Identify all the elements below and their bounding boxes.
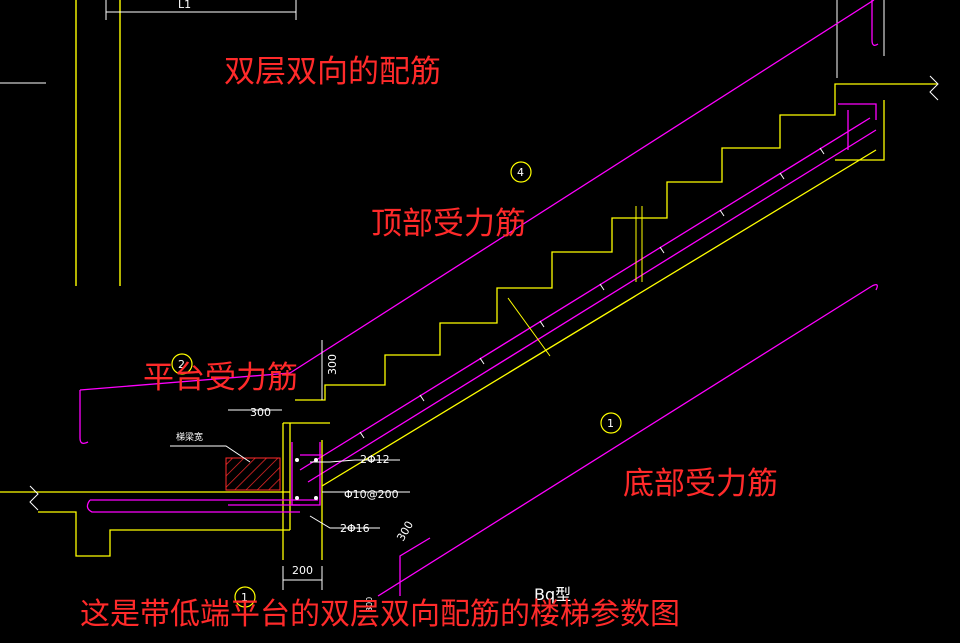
callout-2-text: 2 xyxy=(178,358,185,371)
platform-300-label: 300 xyxy=(250,406,271,419)
callout-circle-1b: 1 xyxy=(234,586,256,608)
annotation-caption: 这是带低端平台的双层双向配筋的楼梯参数图 xyxy=(80,597,680,632)
annotation-top-rebar: 顶部受力筋 xyxy=(371,206,526,242)
annotation-platform-rebar: 平台受力筋 xyxy=(143,360,298,396)
callout-circle-1: 1 xyxy=(600,412,622,434)
riser-300-label: 300 xyxy=(326,354,339,375)
section-cut-marks xyxy=(507,206,643,357)
callout-1-text: 1 xyxy=(607,417,614,430)
support-label: 梯梁宽 xyxy=(176,431,203,443)
bottom-rebar xyxy=(377,284,878,597)
small-dim-label: 300 xyxy=(365,597,374,612)
callout-circle-4: 4 xyxy=(510,161,532,183)
dimension-200 xyxy=(282,566,323,590)
callout-4-text: 4 xyxy=(517,166,524,179)
callout-circle-2: 2 xyxy=(171,353,193,375)
leader-lines xyxy=(170,409,410,529)
top-dimension xyxy=(105,0,297,20)
lower-landing-concrete xyxy=(0,422,330,560)
bottom-300-label: 300 xyxy=(394,519,416,544)
top-dimension-label: L1 xyxy=(178,0,191,11)
upper-landing-edge xyxy=(835,100,885,161)
rebar-distribution-ticks xyxy=(359,147,825,439)
bar-2phi12-label: 2Φ12 xyxy=(360,453,390,466)
callout-1b-text: 1 xyxy=(241,591,248,604)
right-break-line xyxy=(929,75,939,101)
hatched-support-beam xyxy=(225,457,281,491)
stair-soffit xyxy=(321,149,877,487)
annotation-double-layer: 双层双向的配筋 xyxy=(224,54,441,90)
slab-top-rebar xyxy=(79,0,875,444)
annotation-bottom-rebar: 底部受力筋 xyxy=(623,466,778,502)
slab-main-rebars xyxy=(299,103,877,483)
dim-200-label: 200 xyxy=(292,564,313,577)
landing-rebars xyxy=(86,442,322,513)
bar-2phi16-label: 2Φ16 xyxy=(340,522,370,535)
top-right-rebar-hook xyxy=(871,0,879,46)
bar-phi10-label: Φ10@200 xyxy=(344,488,399,501)
rebar-dots xyxy=(295,458,318,500)
type-label: Bq型 xyxy=(534,585,571,604)
left-break-line xyxy=(29,485,39,511)
right-top-wall xyxy=(836,0,885,78)
upper-wall-lines xyxy=(75,0,121,286)
stair-steps-outline xyxy=(295,83,937,401)
